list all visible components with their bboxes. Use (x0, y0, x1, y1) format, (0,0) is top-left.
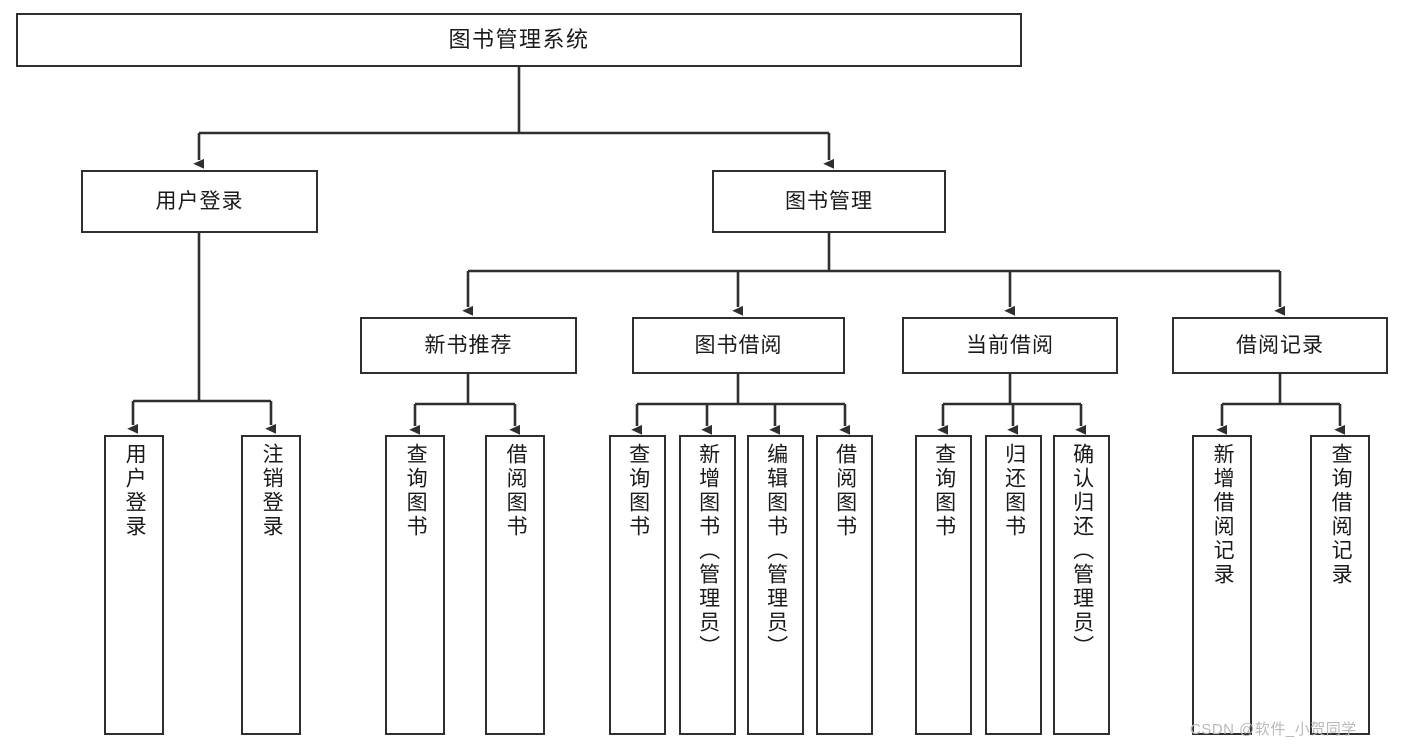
leaf-query-book-3-label: 查询图书 (932, 443, 956, 539)
node-root[interactable]: 图书管理系统 (16, 13, 1022, 67)
leaf-query-book-2-label: 查询图书 (626, 443, 650, 539)
node-book-borrow-label: 图书借阅 (694, 333, 783, 357)
node-new-book-recommend-label: 新书推荐 (424, 333, 513, 357)
node-book-borrow[interactable]: 图书借阅 (632, 317, 845, 374)
node-root-label: 图书管理系统 (448, 26, 590, 52)
leaf-user-login-label: 用户登录 (123, 443, 147, 539)
leaf-query-book-1-label: 查询图书 (404, 443, 428, 539)
leaf-borrow-book-1-label: 借阅图书 (504, 443, 528, 539)
node-user-login[interactable]: 用户登录 (81, 170, 318, 233)
watermark-text: CSDN @软件_小贺同学 (1190, 721, 1357, 738)
leaf-confirm-return[interactable]: 确认归还（管理员） (1053, 435, 1110, 735)
leaf-borrow-book-2[interactable]: 借阅图书 (816, 435, 873, 735)
leaf-borrow-book-2-label: 借阅图书 (833, 443, 857, 539)
leaf-logout[interactable]: 注销登录 (241, 435, 301, 735)
leaf-add-record[interactable]: 新增借阅记录 (1192, 435, 1252, 735)
leaf-return-book-label: 归还图书 (1002, 443, 1026, 539)
leaf-add-record-label: 新增借阅记录 (1211, 443, 1235, 587)
node-new-book-recommend[interactable]: 新书推荐 (360, 317, 577, 374)
node-current-borrow[interactable]: 当前借阅 (902, 317, 1118, 374)
node-book-manage[interactable]: 图书管理 (712, 170, 946, 233)
leaf-query-record[interactable]: 查询借阅记录 (1310, 435, 1370, 735)
leaf-query-book-1[interactable]: 查询图书 (385, 435, 445, 735)
leaf-user-login[interactable]: 用户登录 (104, 435, 164, 735)
leaf-add-book[interactable]: 新增图书（管理员） (679, 435, 736, 735)
leaf-edit-book[interactable]: 编辑图书（管理员） (747, 435, 804, 735)
node-user-login-label: 用户登录 (155, 189, 244, 213)
leaf-confirm-return-label: 确认归还（管理员） (1070, 443, 1094, 659)
leaf-return-book[interactable]: 归还图书 (985, 435, 1042, 735)
node-book-manage-label: 图书管理 (785, 189, 873, 213)
node-borrow-record-label: 借阅记录 (1236, 333, 1324, 357)
node-current-borrow-label: 当前借阅 (966, 333, 1054, 357)
leaf-query-record-label: 查询借阅记录 (1329, 443, 1353, 587)
leaf-borrow-book-1[interactable]: 借阅图书 (485, 435, 545, 735)
leaf-logout-label: 注销登录 (260, 443, 284, 539)
node-borrow-record[interactable]: 借阅记录 (1172, 317, 1388, 374)
leaf-add-book-label: 新增图书（管理员） (696, 443, 720, 659)
leaf-edit-book-label: 编辑图书（管理员） (764, 443, 788, 659)
leaf-query-book-3[interactable]: 查询图书 (915, 435, 972, 735)
leaf-query-book-2[interactable]: 查询图书 (609, 435, 666, 735)
